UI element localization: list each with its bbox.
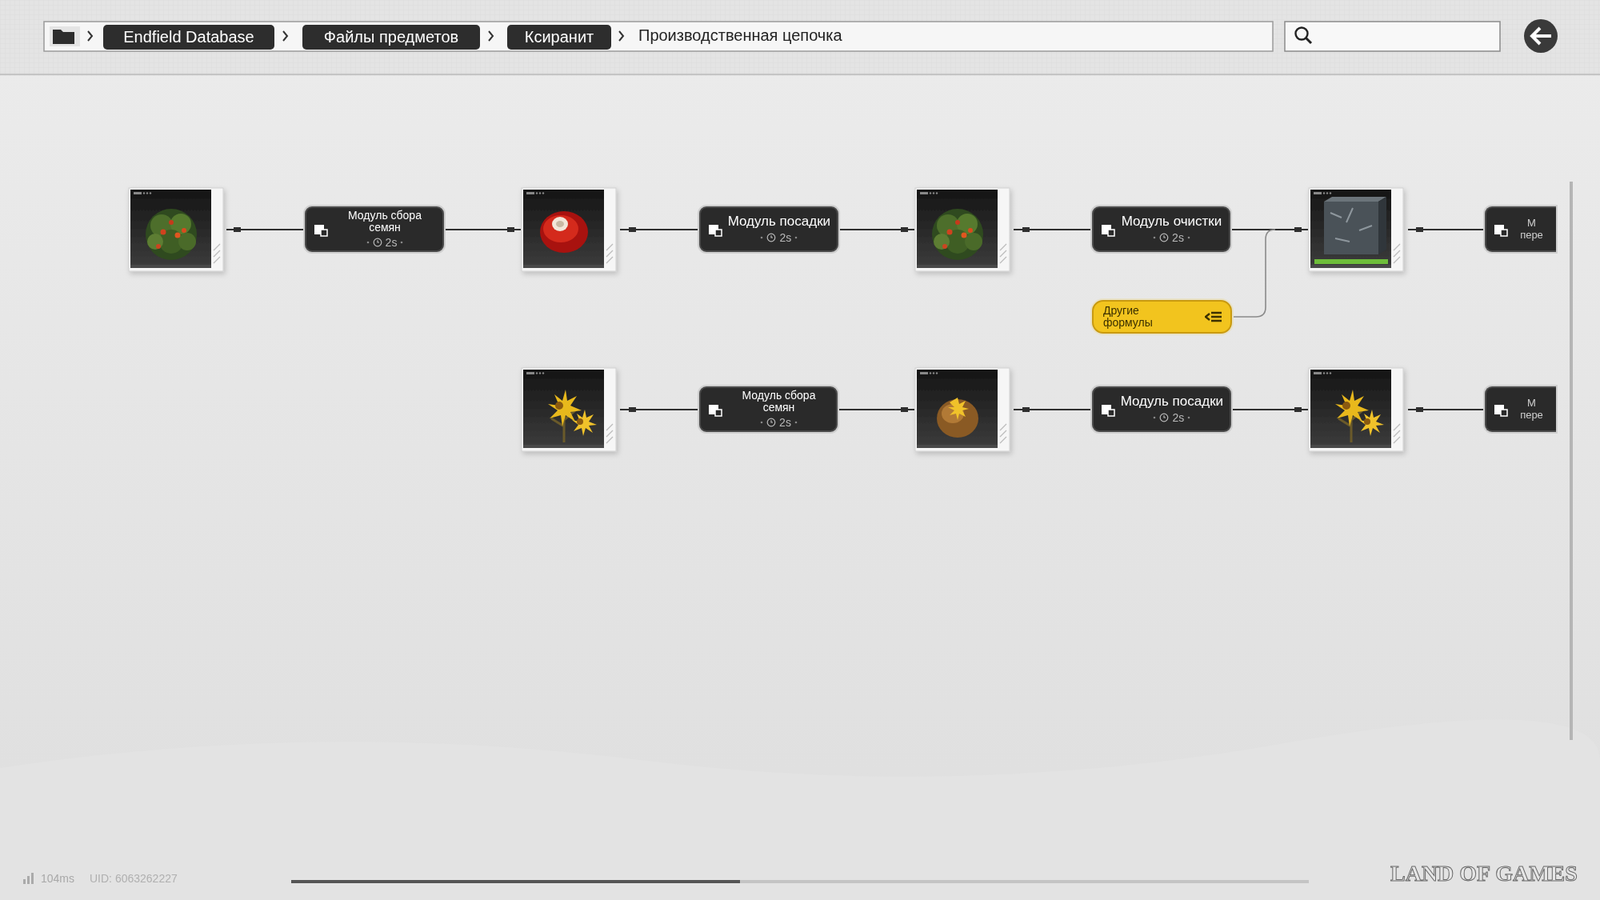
process-box: Модуль сбора семян2s — [699, 386, 838, 433]
module-name: Модуль очистки — [1121, 214, 1223, 230]
module-icon — [1493, 402, 1508, 417]
dot — [1187, 416, 1191, 420]
watermark: LAND OF GAMES — [1390, 860, 1578, 887]
clock-icon — [1159, 232, 1169, 243]
clock-icon — [766, 417, 776, 428]
breadcrumb-pill: Ксиранит — [507, 24, 612, 50]
process-box: Модуль очистки2s — [1092, 206, 1231, 252]
clock-icon — [766, 232, 776, 243]
module-name: Модуль посадки — [1120, 394, 1224, 410]
breadcrumb-label: Ксиранит — [524, 28, 594, 47]
module-name: М пере — [1515, 397, 1549, 421]
breadcrumb-pill: Endfield Database — [103, 24, 275, 50]
duration: 2s — [385, 236, 398, 249]
dot — [794, 420, 798, 424]
list-icon — [1204, 309, 1223, 324]
breadcrumb-label: Endfield Database — [123, 28, 254, 47]
duration-row: 2s — [1152, 231, 1191, 244]
uid-readout: UID: 6063262227 — [89, 872, 178, 885]
formula-button: Другие формулы — [1092, 300, 1232, 334]
process-box: Модуль посадки2s — [1092, 386, 1232, 432]
clock-icon — [1159, 412, 1169, 423]
dot — [1152, 416, 1156, 420]
process-box: Модуль посадки2s — [699, 206, 839, 252]
dot — [366, 240, 370, 244]
module-icon — [1493, 222, 1508, 237]
module-name: Модуль сбора семян — [734, 389, 824, 415]
duration-row: 2s — [366, 236, 404, 249]
dot — [1187, 236, 1191, 240]
ping-readout: 104ms — [40, 872, 75, 885]
dot — [760, 420, 764, 424]
breadcrumb-current: Производственная цепочка — [638, 26, 843, 45]
duration: 2s — [779, 231, 792, 244]
module-name: Модуль сбора семян — [340, 209, 430, 235]
duration: 2s — [779, 416, 792, 429]
process-box: М пере — [1484, 386, 1556, 432]
process-box: М пере — [1484, 206, 1556, 252]
module-name: Модуль посадки — [728, 214, 831, 230]
module-icon — [708, 402, 723, 417]
duration-row: 2s — [760, 416, 798, 429]
dot — [760, 236, 764, 240]
module-name: М пере — [1515, 217, 1549, 241]
dot — [400, 240, 404, 244]
clock-icon — [372, 237, 383, 248]
duration: 2s — [1172, 231, 1184, 244]
dot — [794, 236, 798, 240]
duration-row: 2s — [760, 231, 798, 244]
module-icon — [708, 222, 723, 237]
breadcrumb-pill: Файлы предметов — [302, 24, 480, 50]
breadcrumb-label: Файлы предметов — [324, 28, 459, 47]
module-name: Другие формулы — [1103, 304, 1160, 328]
module-icon — [313, 222, 328, 237]
process-box: Модуль сбора семян2s — [304, 206, 444, 253]
module-icon — [1100, 402, 1116, 417]
duration: 2s — [1172, 411, 1184, 424]
duration-row: 2s — [1152, 411, 1191, 424]
module-icon — [1100, 222, 1116, 237]
dot — [1152, 236, 1156, 240]
